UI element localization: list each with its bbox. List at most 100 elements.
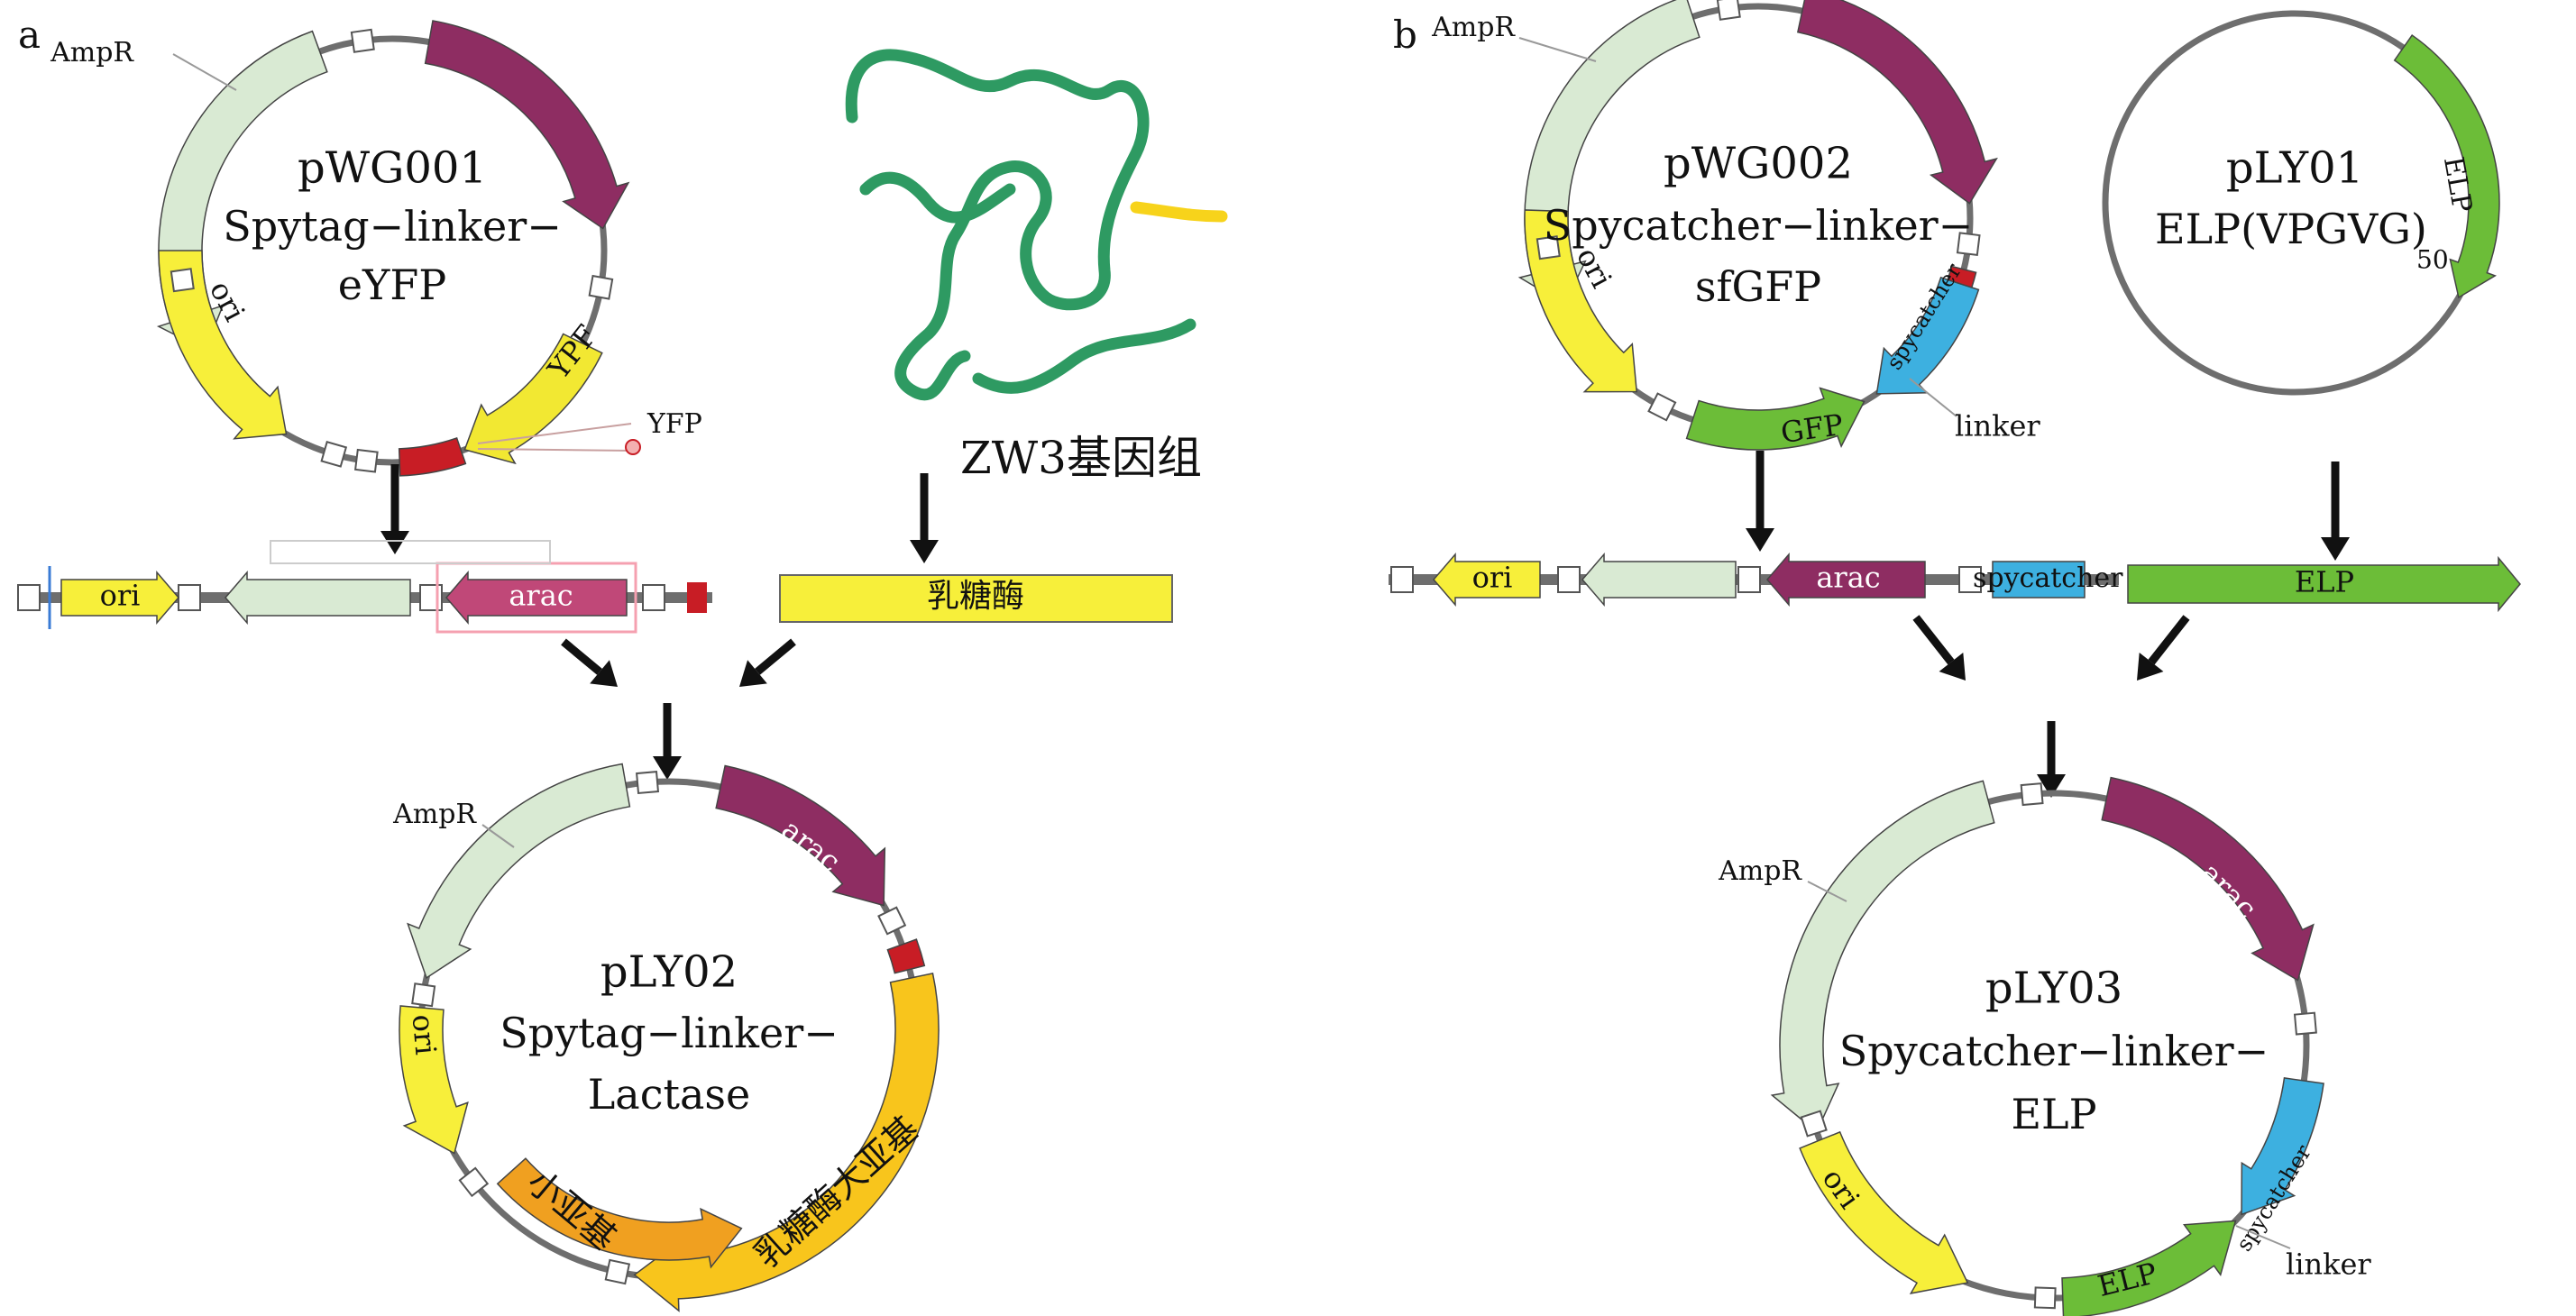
promoter-glyph xyxy=(320,441,348,468)
leader-line xyxy=(1518,37,1597,62)
promoter-box xyxy=(178,584,201,611)
promoter-glyph xyxy=(1800,1110,1828,1138)
ampr-feature xyxy=(225,570,411,626)
promoter-box xyxy=(604,1258,631,1285)
spycatcher-feature xyxy=(1992,561,2086,599)
ori-feature xyxy=(60,570,179,626)
plasmid-name: pLY01 xyxy=(2226,143,2363,194)
yfp-label: YFP xyxy=(646,408,702,440)
gfp-feature xyxy=(1685,387,1866,451)
plasmid-line2: Spytag−linker− xyxy=(500,1009,839,1057)
arac-feature xyxy=(1766,552,1926,608)
ampr-feature xyxy=(1581,552,1737,608)
promoter-glyph xyxy=(1716,0,1741,21)
leader-line xyxy=(477,448,632,452)
leader-line xyxy=(172,53,237,91)
promoter-glyph xyxy=(1647,392,1677,422)
restriction-sites xyxy=(398,437,467,477)
ypf-feature xyxy=(463,333,603,465)
arrow-b-merge-left-head xyxy=(1939,653,1966,681)
promoter-glyph xyxy=(877,906,907,936)
arac-feature xyxy=(445,570,628,626)
spycatcher-feature xyxy=(2241,1077,2324,1216)
arac-feature xyxy=(715,764,886,907)
restriction-sites xyxy=(886,938,926,974)
elp-fragment: ELP xyxy=(2127,555,2521,613)
plasmid-subscript: 50 xyxy=(2416,245,2449,275)
ori-label: ori xyxy=(100,579,141,613)
arrow-b-merge-right-shaft xyxy=(2148,615,2190,665)
promoter-box xyxy=(350,28,375,53)
ori-feature xyxy=(399,1005,469,1155)
arrow-b-merge-left-shaft xyxy=(1912,615,1955,665)
leader-line xyxy=(1807,881,1847,902)
ampr-label: AmpR xyxy=(1718,855,1802,887)
elp-feature xyxy=(2061,1220,2237,1316)
panel-letter-a: a xyxy=(18,13,41,57)
leader-line xyxy=(1909,378,1957,417)
lactase-gene-highlight xyxy=(1130,201,1228,223)
promoter-glyph xyxy=(588,274,614,300)
plasmid-line2: Spycatcher−linker− xyxy=(1544,201,1973,250)
promoter-glyph xyxy=(411,982,436,1008)
leader-line xyxy=(481,824,515,848)
large-subunit-label: 乳糖酶大亚基 xyxy=(747,1109,926,1275)
promoter-glyph xyxy=(604,1258,631,1285)
arrow-a-merge-right-shaft xyxy=(755,638,796,675)
site-marker xyxy=(625,439,641,455)
arrow-b-left-head xyxy=(1746,528,1774,552)
ampr-feature xyxy=(1770,780,1995,1133)
promoter-box xyxy=(1800,1110,1828,1138)
elp-feature xyxy=(2393,34,2500,299)
leader-line xyxy=(477,423,632,444)
restriction-sites xyxy=(1947,265,1977,288)
ampr-feature xyxy=(407,763,631,979)
spycatcher-feature xyxy=(1875,276,1980,395)
ori-label: ori xyxy=(1472,561,1513,595)
promoter-glyph xyxy=(2293,1011,2317,1036)
elp-label: ELP xyxy=(2295,565,2354,599)
elp-feature xyxy=(2127,555,2521,613)
promoter-box xyxy=(1956,232,1981,257)
promoter-glyph xyxy=(1536,235,1561,260)
arrow-a-merge-right-head xyxy=(739,660,767,687)
genome-strand xyxy=(845,49,1150,401)
promoter-glyph xyxy=(350,28,375,53)
arrow-a-left-head xyxy=(380,531,409,554)
leader-line xyxy=(2235,1225,2291,1249)
ori-label: ori xyxy=(406,1013,444,1056)
plasmid-line2: Spytag−linker− xyxy=(223,202,562,251)
arrow-b-result-head xyxy=(2037,774,2066,798)
promoter-glyph xyxy=(170,268,195,293)
large-subunit-feature xyxy=(633,972,940,1312)
promoter-box xyxy=(877,906,907,936)
ampr-label: AmpR xyxy=(50,37,134,69)
promoter-glyph xyxy=(636,771,660,795)
promoter-box xyxy=(1647,392,1677,422)
arrow-a-merge-left-shaft xyxy=(561,638,602,675)
promoter-box xyxy=(411,982,436,1008)
plasmid-line3: eYFP xyxy=(338,260,446,309)
plasmid-line2: ELP(VPGVG) xyxy=(2155,205,2427,253)
plasmid-name: pWG002 xyxy=(1664,139,1853,189)
promoter-box xyxy=(588,274,614,300)
promoter-glyph xyxy=(458,1166,490,1198)
lactase-gene-bar xyxy=(779,574,1173,623)
ori-feature xyxy=(158,250,288,440)
arrow-b-merge-right-head xyxy=(2137,653,2164,681)
promoter-box xyxy=(320,441,348,468)
promoter-glyph xyxy=(2020,782,2044,807)
promoter-box xyxy=(1536,235,1561,260)
promoter-box xyxy=(458,1166,490,1198)
zw3-genome: ZW3基因组 xyxy=(845,49,1228,484)
arac-feature xyxy=(2101,776,2315,982)
linker-label: linker xyxy=(2286,1247,2371,1282)
small-subunit-feature xyxy=(496,1157,743,1269)
